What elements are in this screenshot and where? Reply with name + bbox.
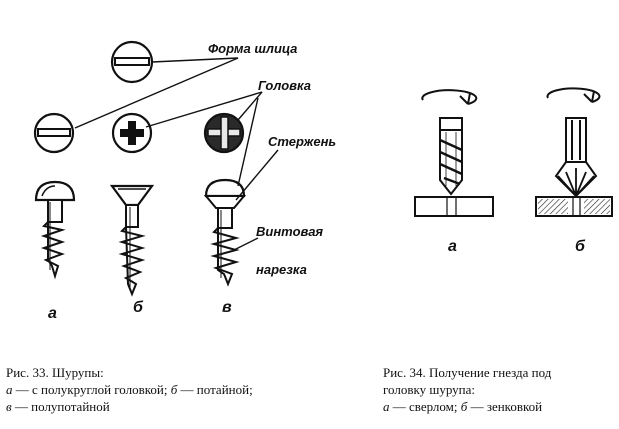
- caption33-line2: а — с полукруглой головкой; б — потайной…: [6, 382, 253, 397]
- cross-slot-view-b: [111, 112, 153, 154]
- fig33-letter-v: в: [222, 299, 232, 316]
- caption34-line2: головку шурупа:: [383, 382, 476, 397]
- fig34-letter-b: б: [575, 238, 586, 255]
- caption33-line3: в — полупотайной: [6, 399, 110, 414]
- label-head: Головка: [258, 78, 311, 93]
- fig33-letter-b: б: [133, 299, 144, 316]
- label-slot-shape: Форма шлица: [208, 41, 297, 56]
- caption-fig34: Рис. 34. Получение гнезда под головку шу…: [383, 364, 551, 415]
- slot-view-top: [110, 40, 154, 84]
- screw-round-head: [34, 180, 76, 280]
- screw-semi-countersunk: [203, 178, 247, 287]
- caption33-title: Рис. 33. Шурупы:: [6, 365, 104, 380]
- fig34-letter-a: а: [448, 238, 457, 255]
- label-shank: Стержень: [268, 134, 336, 149]
- countersink-illustration: [535, 87, 613, 217]
- caption34-line3: а — сверлом; б — зенковкой: [383, 399, 543, 414]
- screw-countersunk: [109, 184, 155, 297]
- drill-illustration: [414, 89, 494, 217]
- caption34-line1: Рис. 34. Получение гнезда под: [383, 365, 552, 380]
- screws-figure: Форма шлица Головка Стержень Винтовая на…: [33, 40, 613, 322]
- leader-lines: [74, 57, 279, 251]
- caption-fig33: Рис. 33. Шурупы: а — с полукруглой голов…: [6, 364, 253, 415]
- label-thread-1: Винтовая: [256, 224, 323, 239]
- fig33-letter-a: а: [48, 305, 57, 322]
- slot-view-v: [203, 112, 245, 154]
- slot-view-a: [33, 112, 75, 154]
- label-thread-2: нарезка: [256, 262, 307, 277]
